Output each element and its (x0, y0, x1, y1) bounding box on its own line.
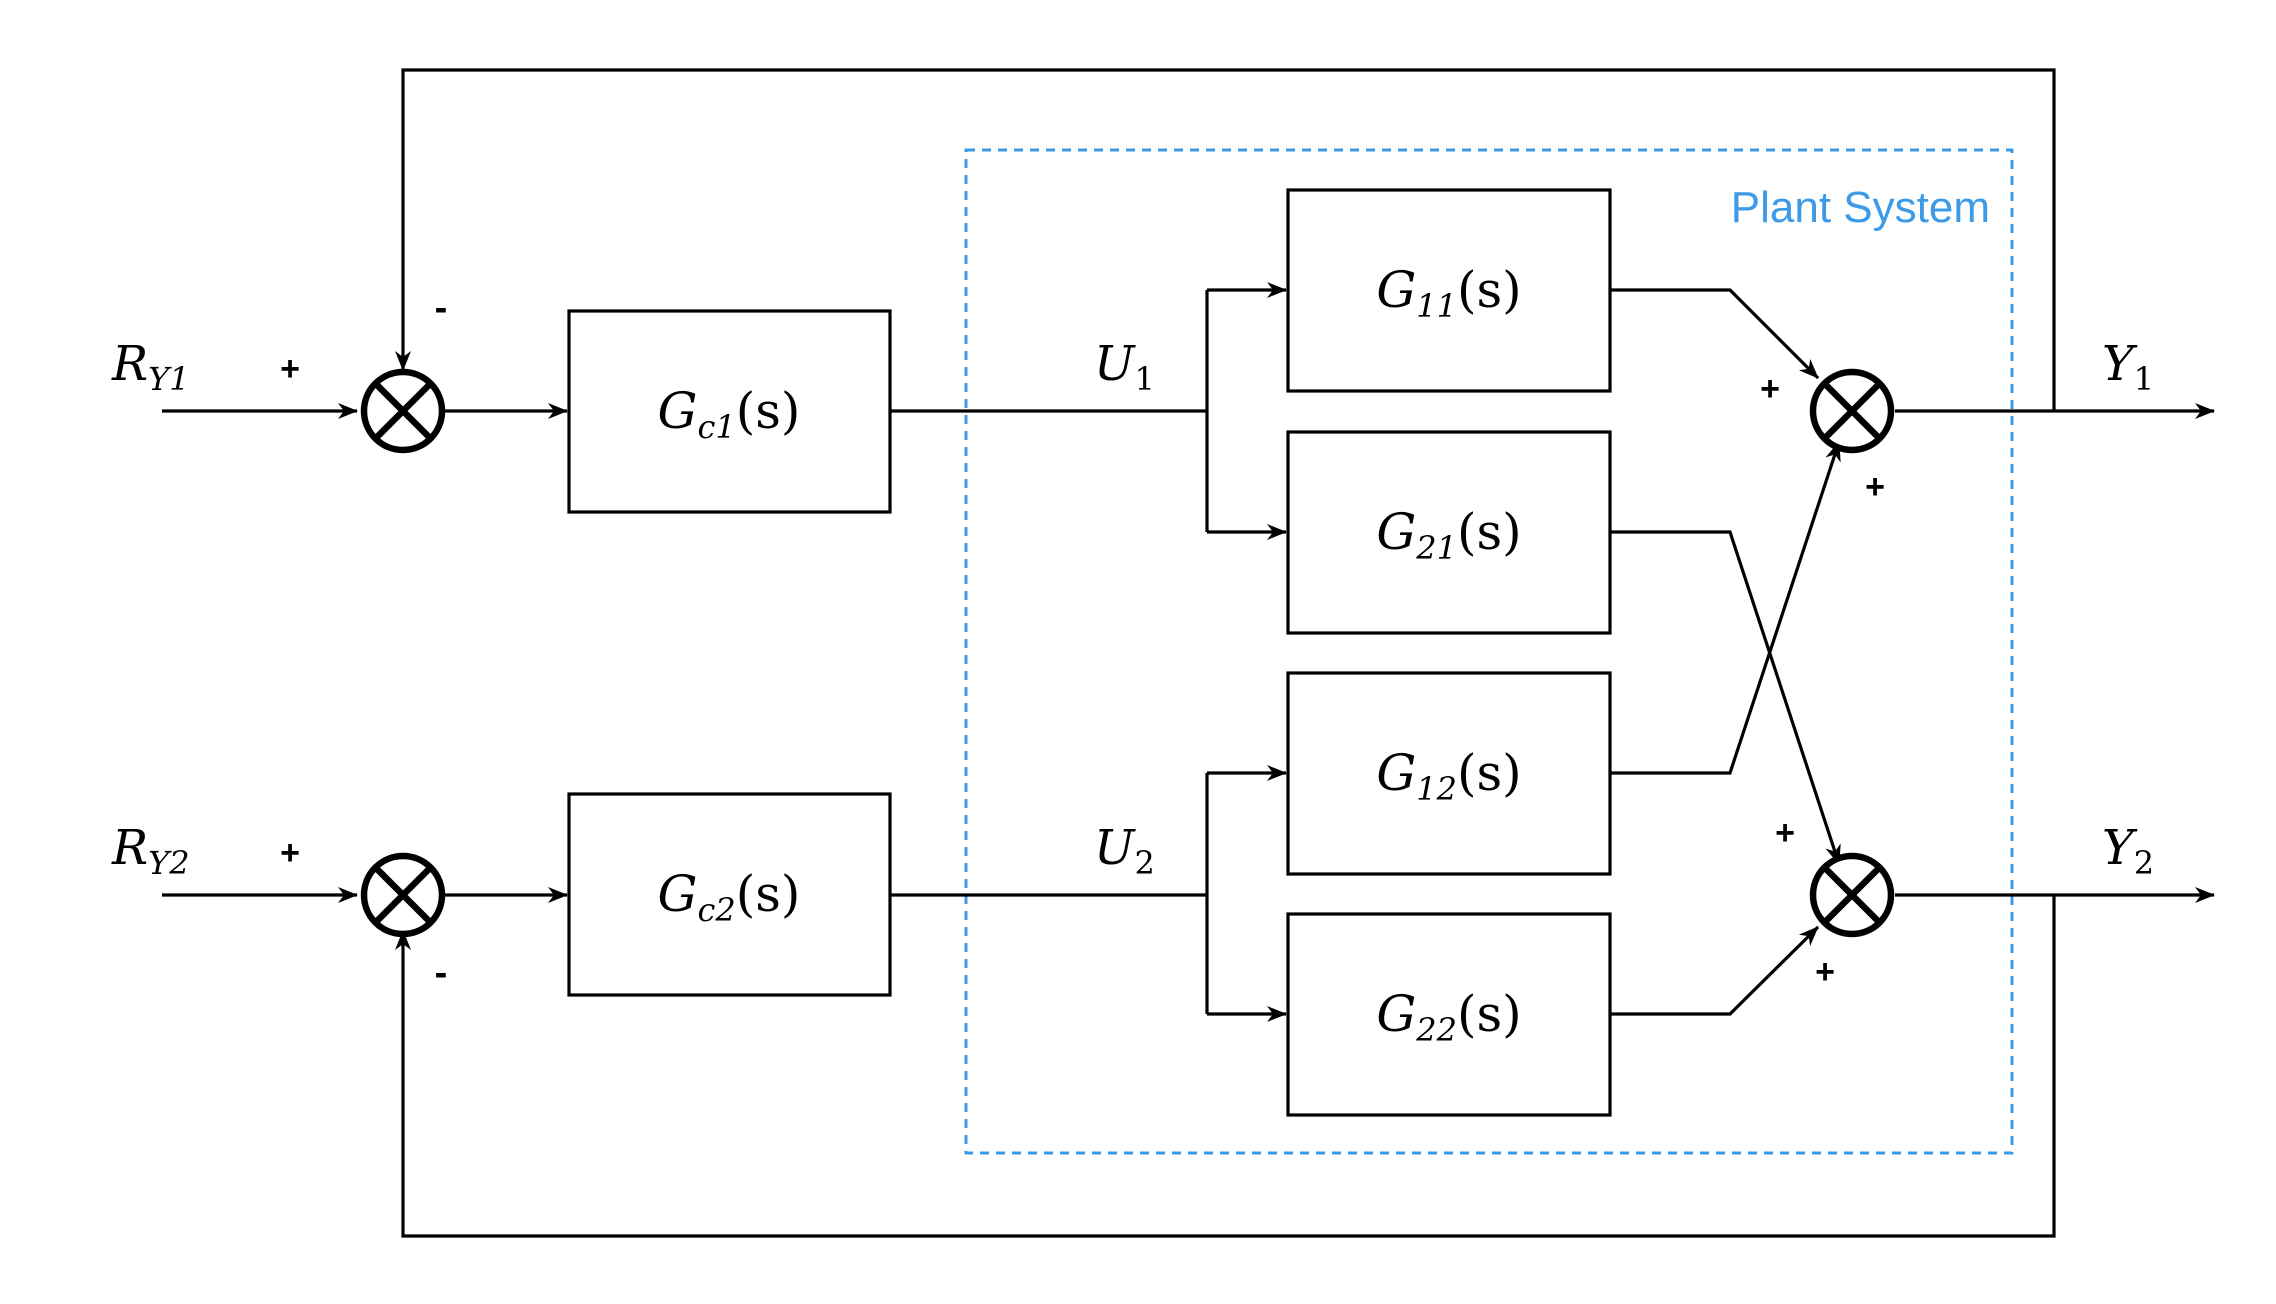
sign-r1-plus: + (280, 350, 300, 388)
signal-label-u1: U1 (1094, 336, 1155, 398)
input-label-r2: RY2 (111, 820, 190, 882)
svg-text:Gc1(s): Gc1(s) (658, 382, 801, 446)
svg-text:G21(s): G21(s) (1376, 503, 1521, 567)
plant-block-g21[interactable]: G21(s) (1286, 430, 1612, 635)
sign-r2-plus: + (280, 834, 300, 872)
signal-label-u2: U2 (1094, 820, 1155, 882)
sum-junction-2 (360, 852, 446, 938)
output-label-y1: Y1 (2102, 336, 2154, 398)
sign-s4-top-plus: + (1775, 814, 1795, 852)
plant-block-g11[interactable]: G11(s) (1286, 188, 1612, 393)
sum-junction-1 (360, 368, 446, 454)
sum-junction-y2 (1809, 852, 1895, 938)
svg-text:Gc2(s): Gc2(s) (658, 865, 801, 929)
svg-text:G11(s): G11(s) (1376, 261, 1521, 325)
plant-block-g12[interactable]: G12(s) (1286, 671, 1612, 876)
sign-fb2-minus: - (435, 952, 448, 994)
sign-fb1-minus: - (435, 287, 448, 329)
g11-output-wire (1610, 288, 1820, 380)
g12-output-wire (1610, 441, 1841, 775)
sign-s4-bottom-plus: + (1815, 953, 1835, 991)
sign-s3-bottom-plus: + (1865, 468, 1885, 506)
input-label-r1: RY1 (111, 336, 190, 398)
svg-text:G12(s): G12(s) (1376, 744, 1521, 808)
feedback-wire-y2 (395, 895, 2056, 1238)
sum-junction-y1 (1809, 368, 1895, 454)
g22-output-wire (1610, 925, 1820, 1016)
controller-block-c1[interactable]: Gc1(s) (567, 309, 892, 514)
plant-block-g22[interactable]: G22(s) (1286, 912, 1612, 1117)
svg-text:G22(s): G22(s) (1376, 985, 1521, 1049)
sign-s3-top-plus: + (1760, 370, 1780, 408)
plant-system-label: Plant System (1731, 183, 1990, 232)
feedback-wire-y1 (395, 68, 2056, 411)
output-label-y2: Y2 (2102, 820, 2154, 882)
g21-output-wire (1610, 530, 1841, 865)
controller-block-c2[interactable]: Gc2(s) (567, 792, 892, 997)
